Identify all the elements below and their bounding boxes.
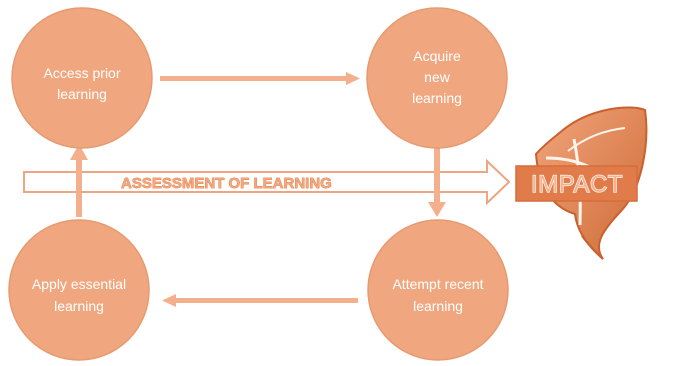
node-access-prior-line-1: Access prior xyxy=(43,65,120,81)
arrow-attempt-to-apply xyxy=(162,294,358,307)
assessment-banner-arrow xyxy=(23,158,511,206)
arrow-apply-to-access xyxy=(70,144,88,217)
assessment-banner-label: ASSESSMENT OF LEARNING xyxy=(121,175,332,192)
node-apply-line-1: Apply essential xyxy=(32,276,126,292)
arrow-acquire-to-attempt xyxy=(428,144,446,217)
impact-label: IMPACT xyxy=(531,171,623,198)
node-access-prior-line-2: learning xyxy=(57,86,107,102)
node-acquire-line-3: learning xyxy=(412,90,462,106)
node-acquire-line-1: Acquire xyxy=(413,48,461,64)
node-access-prior-learning: Access prior learning xyxy=(11,7,153,149)
node-attempt-recent-learning: Attempt recent learning xyxy=(367,219,509,361)
node-acquire-line-2: new xyxy=(424,69,451,85)
node-acquire-new-learning: Acquire new learning xyxy=(366,7,508,149)
node-apply-essential-learning: Apply essential learning xyxy=(8,219,150,361)
arrow-access-to-acquire xyxy=(160,72,360,85)
impact-label-box xyxy=(515,165,638,202)
node-apply-line-2: learning xyxy=(54,298,104,314)
node-attempt-line-1: Attempt recent xyxy=(392,276,483,292)
node-attempt-line-2: learning xyxy=(413,298,463,314)
